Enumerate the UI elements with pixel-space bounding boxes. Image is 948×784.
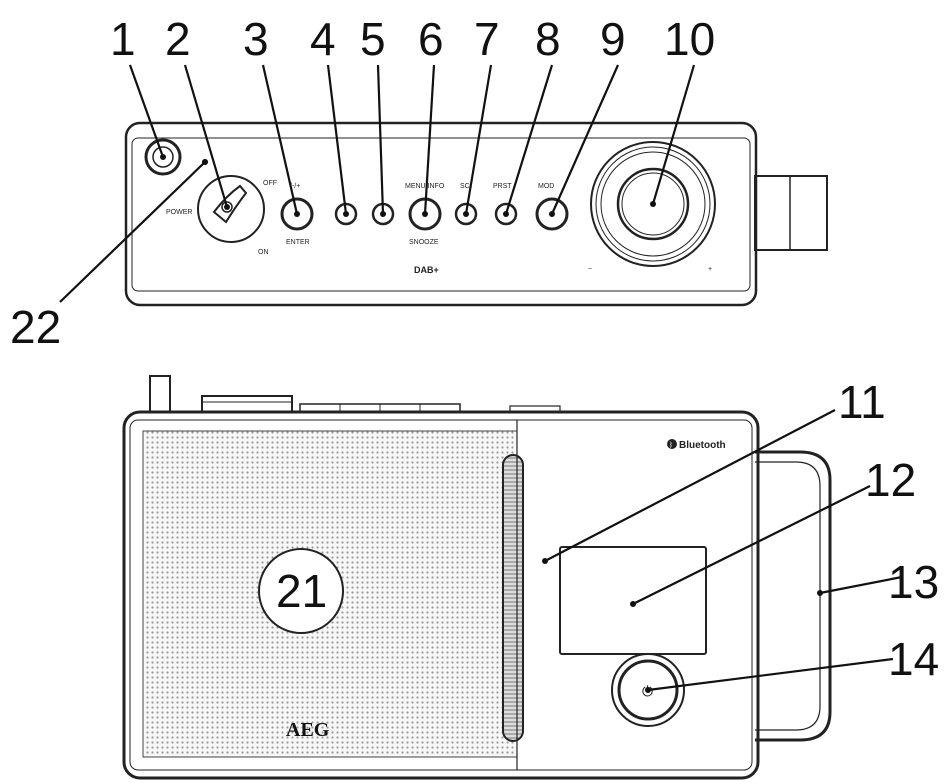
top-view: OFF POWER ON /-/+ ENTER MENU/INFO SNOOZE… [124, 121, 828, 307]
antenna-knob [144, 138, 182, 176]
front-body [122, 410, 760, 780]
callout-10: 10 [664, 13, 715, 65]
volume-knob [590, 141, 716, 267]
switch-stub [201, 395, 293, 413]
callout-11: 11 [838, 376, 886, 428]
enter-button [280, 197, 314, 231]
preset-button [494, 202, 518, 226]
front-leaders [544, 409, 903, 692]
snooze-label: SNOOZE [409, 239, 439, 246]
bluetooth-text: Bluetooth [679, 440, 726, 451]
callout-4: 4 [310, 13, 336, 65]
on-label: ON [258, 249, 269, 256]
ribbed-divider [502, 454, 524, 742]
top-body [124, 121, 758, 307]
dab-logo: DAB+ [414, 265, 439, 275]
mode-button [535, 197, 569, 231]
menu-info-label: MENU/INFO [405, 183, 445, 190]
scan-label: SC [460, 183, 470, 190]
callout-12: 12 [865, 454, 916, 506]
callout-14: 14 [888, 633, 939, 685]
callout-5: 5 [360, 13, 386, 65]
callout-22: 22 [10, 301, 61, 353]
lcd-display [559, 546, 707, 655]
antenna-stub [149, 375, 171, 413]
callout-21: 21 [276, 565, 327, 617]
front-view: AEG ᛒ Bluetooth ⏻ [122, 375, 832, 780]
bluetooth-icon: ᛒ [669, 441, 673, 449]
front-power-button [611, 653, 685, 727]
volume-minus: − [588, 266, 592, 273]
preset-label: PRST [493, 183, 512, 190]
bluetooth-logo: ᛒ Bluetooth [667, 439, 726, 451]
callout-2: 2 [165, 13, 191, 65]
callout-8: 8 [535, 13, 561, 65]
callout-1: 1 [110, 13, 136, 65]
handle-stub-top [754, 175, 828, 251]
power-switch [197, 175, 265, 243]
volume-plus: + [708, 266, 712, 273]
scan-button [454, 202, 478, 226]
callout-7: 7 [474, 13, 500, 65]
callout-13: 13 [888, 556, 939, 608]
enter-top-label: /-/+ [290, 183, 300, 190]
callout-6: 6 [418, 13, 444, 65]
speaker-callout-circle [258, 548, 344, 634]
callout-9: 9 [600, 13, 626, 65]
off-label: OFF [263, 180, 277, 187]
aeg-logo: AEG [286, 719, 330, 741]
carry-handle [755, 450, 832, 742]
mode-label: MOD [538, 183, 554, 190]
top-leaders [59, 64, 696, 303]
power-label: POWER [166, 209, 192, 216]
button-4 [334, 202, 358, 226]
top-body-inner [131, 137, 751, 292]
enter-label: ENTER [286, 239, 310, 246]
callout-3: 3 [243, 13, 269, 65]
